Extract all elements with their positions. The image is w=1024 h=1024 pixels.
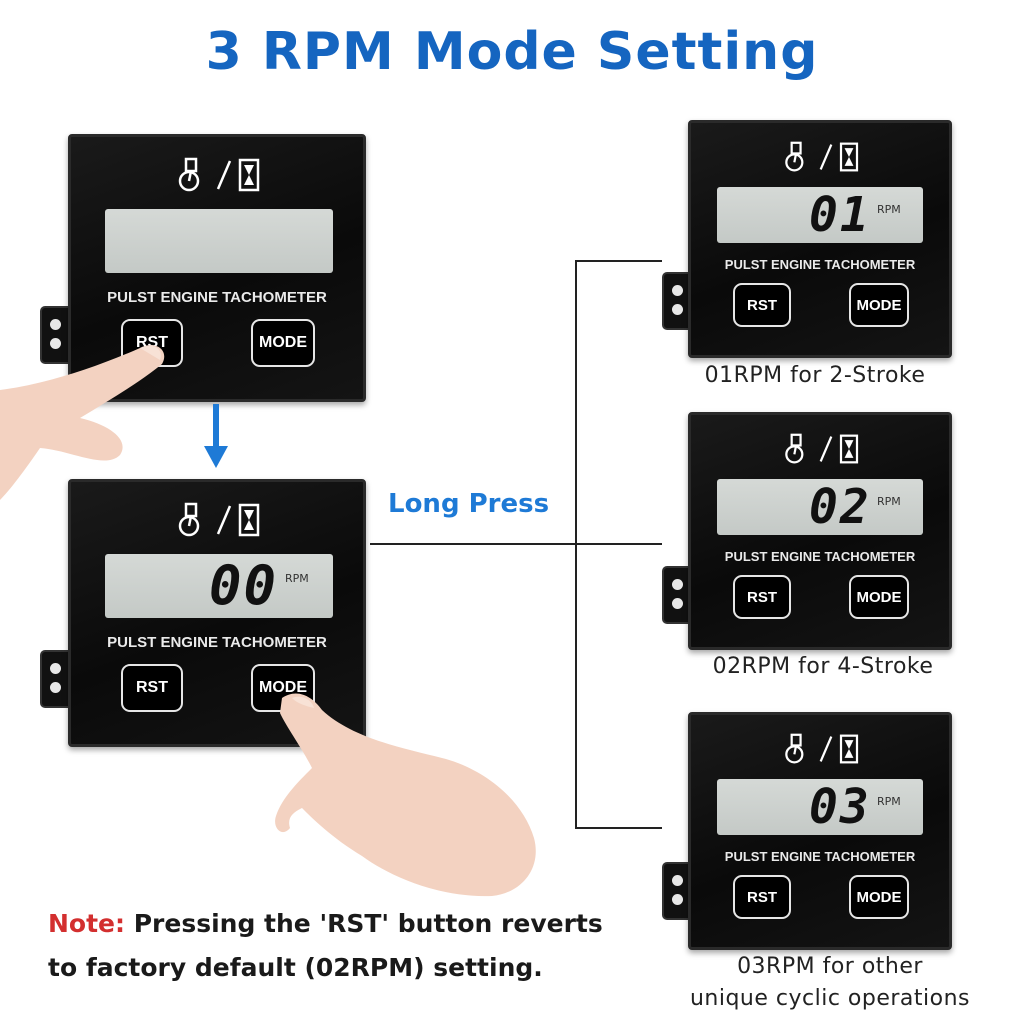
device-icons (71, 502, 363, 542)
engine-piston-icon (178, 502, 200, 537)
hourglass-icon (839, 434, 859, 464)
rpm-unit: RPM (285, 572, 309, 585)
engine-piston-icon (785, 733, 804, 764)
lcd-screen: 00 RPM (105, 554, 333, 618)
device-label: PULST ENGINE TACHOMETER (107, 634, 327, 651)
device-label: PULST ENGINE TACHOMETER (724, 849, 916, 864)
connector-main (370, 543, 662, 545)
hourglass-icon (238, 503, 260, 537)
down-arrow-icon (204, 404, 228, 468)
device-label: PULST ENGINE TACHOMETER (724, 549, 916, 564)
engine-piston-icon (785, 433, 804, 464)
connector-vertical (575, 260, 577, 829)
tachometer-mode-03: 03 RPM PULST ENGINE TACHOMETER RST MODE (688, 712, 952, 950)
device-label: PULST ENGINE TACHOMETER (724, 257, 916, 272)
caption-mode-02: 02RPM for 4-Stroke (712, 654, 934, 679)
note-line1: Pressing the 'RST' button reverts (125, 909, 603, 938)
caption-mode-03-line2: unique cyclic operations (689, 986, 971, 1011)
rst-button[interactable]: RST (733, 575, 791, 619)
lcd-screen: 01 RPM (717, 187, 923, 243)
note-label: Note: (48, 909, 126, 938)
rst-button[interactable]: RST (121, 664, 183, 712)
rst-button[interactable]: RST (733, 283, 791, 327)
hourglass-icon (839, 734, 859, 764)
long-press-label: Long Press (388, 489, 550, 519)
lcd-screen: 03 RPM (717, 779, 923, 835)
mode-button[interactable]: MODE (849, 575, 909, 619)
hourglass-icon (839, 142, 859, 172)
caption-mode-01: 01RPM for 2-Stroke (704, 363, 926, 388)
note-text: Note: Pressing the 'RST' button reverts … (48, 902, 618, 990)
rpm-unit: RPM (877, 795, 901, 808)
note-line2: to factory default (02RPM) setting. (48, 953, 543, 982)
connector-top (575, 260, 662, 262)
rpm-reading: 00 (209, 554, 279, 617)
tachometer-initial: PULST ENGINE TACHOMETER RST MODE (68, 134, 366, 402)
lcd-screen: 02 RPM (717, 479, 923, 535)
slash-icon (819, 736, 833, 762)
device-icons (691, 733, 949, 769)
rpm-unit: RPM (877, 203, 901, 216)
slash-icon (216, 160, 232, 190)
tachometer-mode-02: 02 RPM PULST ENGINE TACHOMETER RST MODE (688, 412, 952, 650)
engine-piston-icon (785, 141, 804, 172)
finger-pressing-mode (275, 693, 536, 897)
mode-button[interactable]: MODE (849, 283, 909, 327)
device-icons (691, 141, 949, 177)
engine-piston-icon (178, 157, 200, 192)
device-label: PULST ENGINE TACHOMETER (107, 289, 327, 306)
slash-icon (819, 436, 833, 462)
mode-button[interactable]: MODE (251, 319, 315, 367)
caption-mode-03-line1: 03RPM for other (737, 954, 923, 979)
rpm-reading: 02 (809, 479, 871, 535)
finger-pressing-rst (0, 345, 165, 500)
connector-bottom (575, 827, 662, 829)
rpm-reading: 01 (809, 187, 871, 243)
slash-icon (819, 144, 833, 170)
lcd-screen (105, 209, 333, 273)
device-icons (691, 433, 949, 469)
slash-icon (216, 505, 232, 535)
page-title: 3 RPM Mode Setting (205, 22, 819, 82)
device-icons (71, 157, 363, 197)
rpm-unit: RPM (877, 495, 901, 508)
hourglass-icon (238, 158, 260, 192)
rpm-reading: 03 (809, 779, 871, 835)
rst-button[interactable]: RST (733, 875, 791, 919)
tachometer-default: 00 RPM PULST ENGINE TACHOMETER RST MODE (68, 479, 366, 747)
mode-button[interactable]: MODE (849, 875, 909, 919)
tachometer-mode-01: 01 RPM PULST ENGINE TACHOMETER RST MODE (688, 120, 952, 358)
caption-mode-03: 03RPM for other unique cyclic operations (664, 951, 996, 1015)
